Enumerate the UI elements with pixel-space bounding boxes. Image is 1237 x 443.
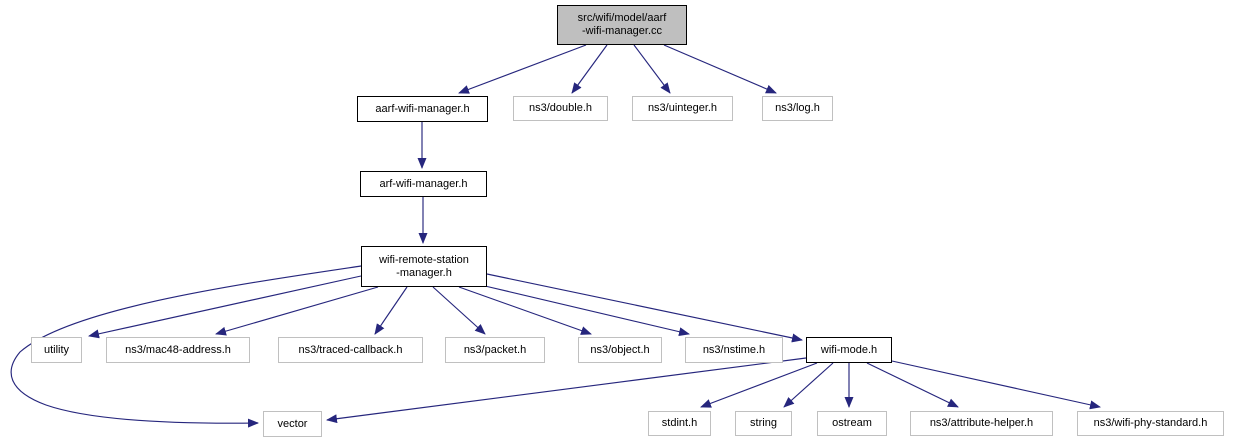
node-aarf-wifi-manager-h[interactable]: aarf-wifi-manager.h [357, 96, 488, 122]
node-label: ns3/wifi-phy-standard.h [1093, 417, 1208, 429]
node-label: ns3/mac48-address.h [125, 343, 231, 356]
node-ns3-object-h: ns3/object.h [578, 337, 662, 363]
edge-wrs-to-vector [10, 265, 362, 428]
edge-cc-to-aarf [458, 44, 587, 94]
node-ns3-nstime-h: ns3/nstime.h [685, 337, 783, 363]
node-wifi-remote-station-manager-h[interactable]: wifi-remote-station -manager.h [361, 246, 487, 287]
node-ns3-attribute-helper-h: ns3/attribute-helper.h [910, 411, 1053, 436]
node-arf-wifi-manager-h[interactable]: arf-wifi-manager.h [360, 171, 487, 197]
edge-wifimode-to-string [783, 362, 834, 408]
node-ostream: ostream [817, 411, 887, 436]
edge-wifimode-to-stdint [700, 362, 818, 408]
node-label: -manager.h [396, 266, 452, 279]
edge-wrs-to-wifimode [486, 273, 803, 343]
node-vector: vector [263, 411, 322, 437]
node-utility: utility [31, 337, 82, 363]
node-label: ostream [832, 417, 872, 429]
node-label: ns3/nstime.h [702, 343, 766, 356]
edge-cc-to-uinteger [633, 44, 671, 94]
node-ns3-mac48-address-h: ns3/mac48-address.h [106, 337, 250, 363]
edge-wrs-to-mac48 [215, 286, 379, 336]
node-ns3-double-h: ns3/double.h [513, 96, 608, 121]
node-wifi-mode-h[interactable]: wifi-mode.h [806, 337, 892, 363]
edge-wrs-to-traced [374, 286, 408, 335]
edge-wifimode-to-phystandard [891, 360, 1101, 410]
edge-wrs-to-utility [88, 275, 362, 339]
edge-wifimode-to-vector [326, 357, 807, 424]
node-label: src/wifi/model/aarf [577, 12, 667, 24]
edge-cc-to-log [663, 44, 777, 94]
node-ns3-uinteger-h: ns3/uinteger.h [632, 96, 733, 121]
node-label: aarf-wifi-manager.h [375, 102, 470, 115]
edge-wrs-to-object [458, 286, 592, 335]
edge-cc-to-double [571, 44, 608, 94]
node-label: ns3/traced-callback.h [298, 343, 403, 356]
node-ns3-packet-h: ns3/packet.h [445, 337, 545, 363]
node-label: wifi-remote-station [379, 253, 469, 266]
node-label: vector [277, 417, 308, 430]
node-label: wifi-mode.h [820, 343, 878, 356]
node-src-wifi-model-aarf-wifi-manager-cc: src/wifi/model/aarf -wifi-manager.cc [557, 5, 687, 45]
node-label: utility [43, 343, 70, 356]
node-label: arf-wifi-manager.h [379, 177, 468, 190]
edge-wrs-to-nstime [484, 285, 690, 337]
node-ns3-log-h: ns3/log.h [762, 96, 833, 121]
node-label: ns3/double.h [529, 102, 592, 114]
node-label: stdint.h [661, 417, 698, 429]
node-label: ns3/log.h [775, 102, 820, 114]
edge-wifimode-to-attrhelper [866, 362, 959, 408]
node-string: string [735, 411, 792, 436]
node-ns3-wifi-phy-standard-h: ns3/wifi-phy-standard.h [1077, 411, 1224, 436]
node-label: ns3/object.h [590, 343, 650, 356]
node-label: ns3/uinteger.h [647, 102, 718, 114]
node-label: string [750, 417, 777, 429]
node-label: ns3/attribute-helper.h [929, 417, 1034, 429]
node-label: ns3/packet.h [463, 343, 527, 356]
node-label: -wifi-manager.cc [581, 25, 663, 37]
edge-wrs-to-packet [432, 286, 486, 335]
node-ns3-traced-callback-h: ns3/traced-callback.h [278, 337, 423, 363]
node-stdint-h: stdint.h [648, 411, 711, 436]
